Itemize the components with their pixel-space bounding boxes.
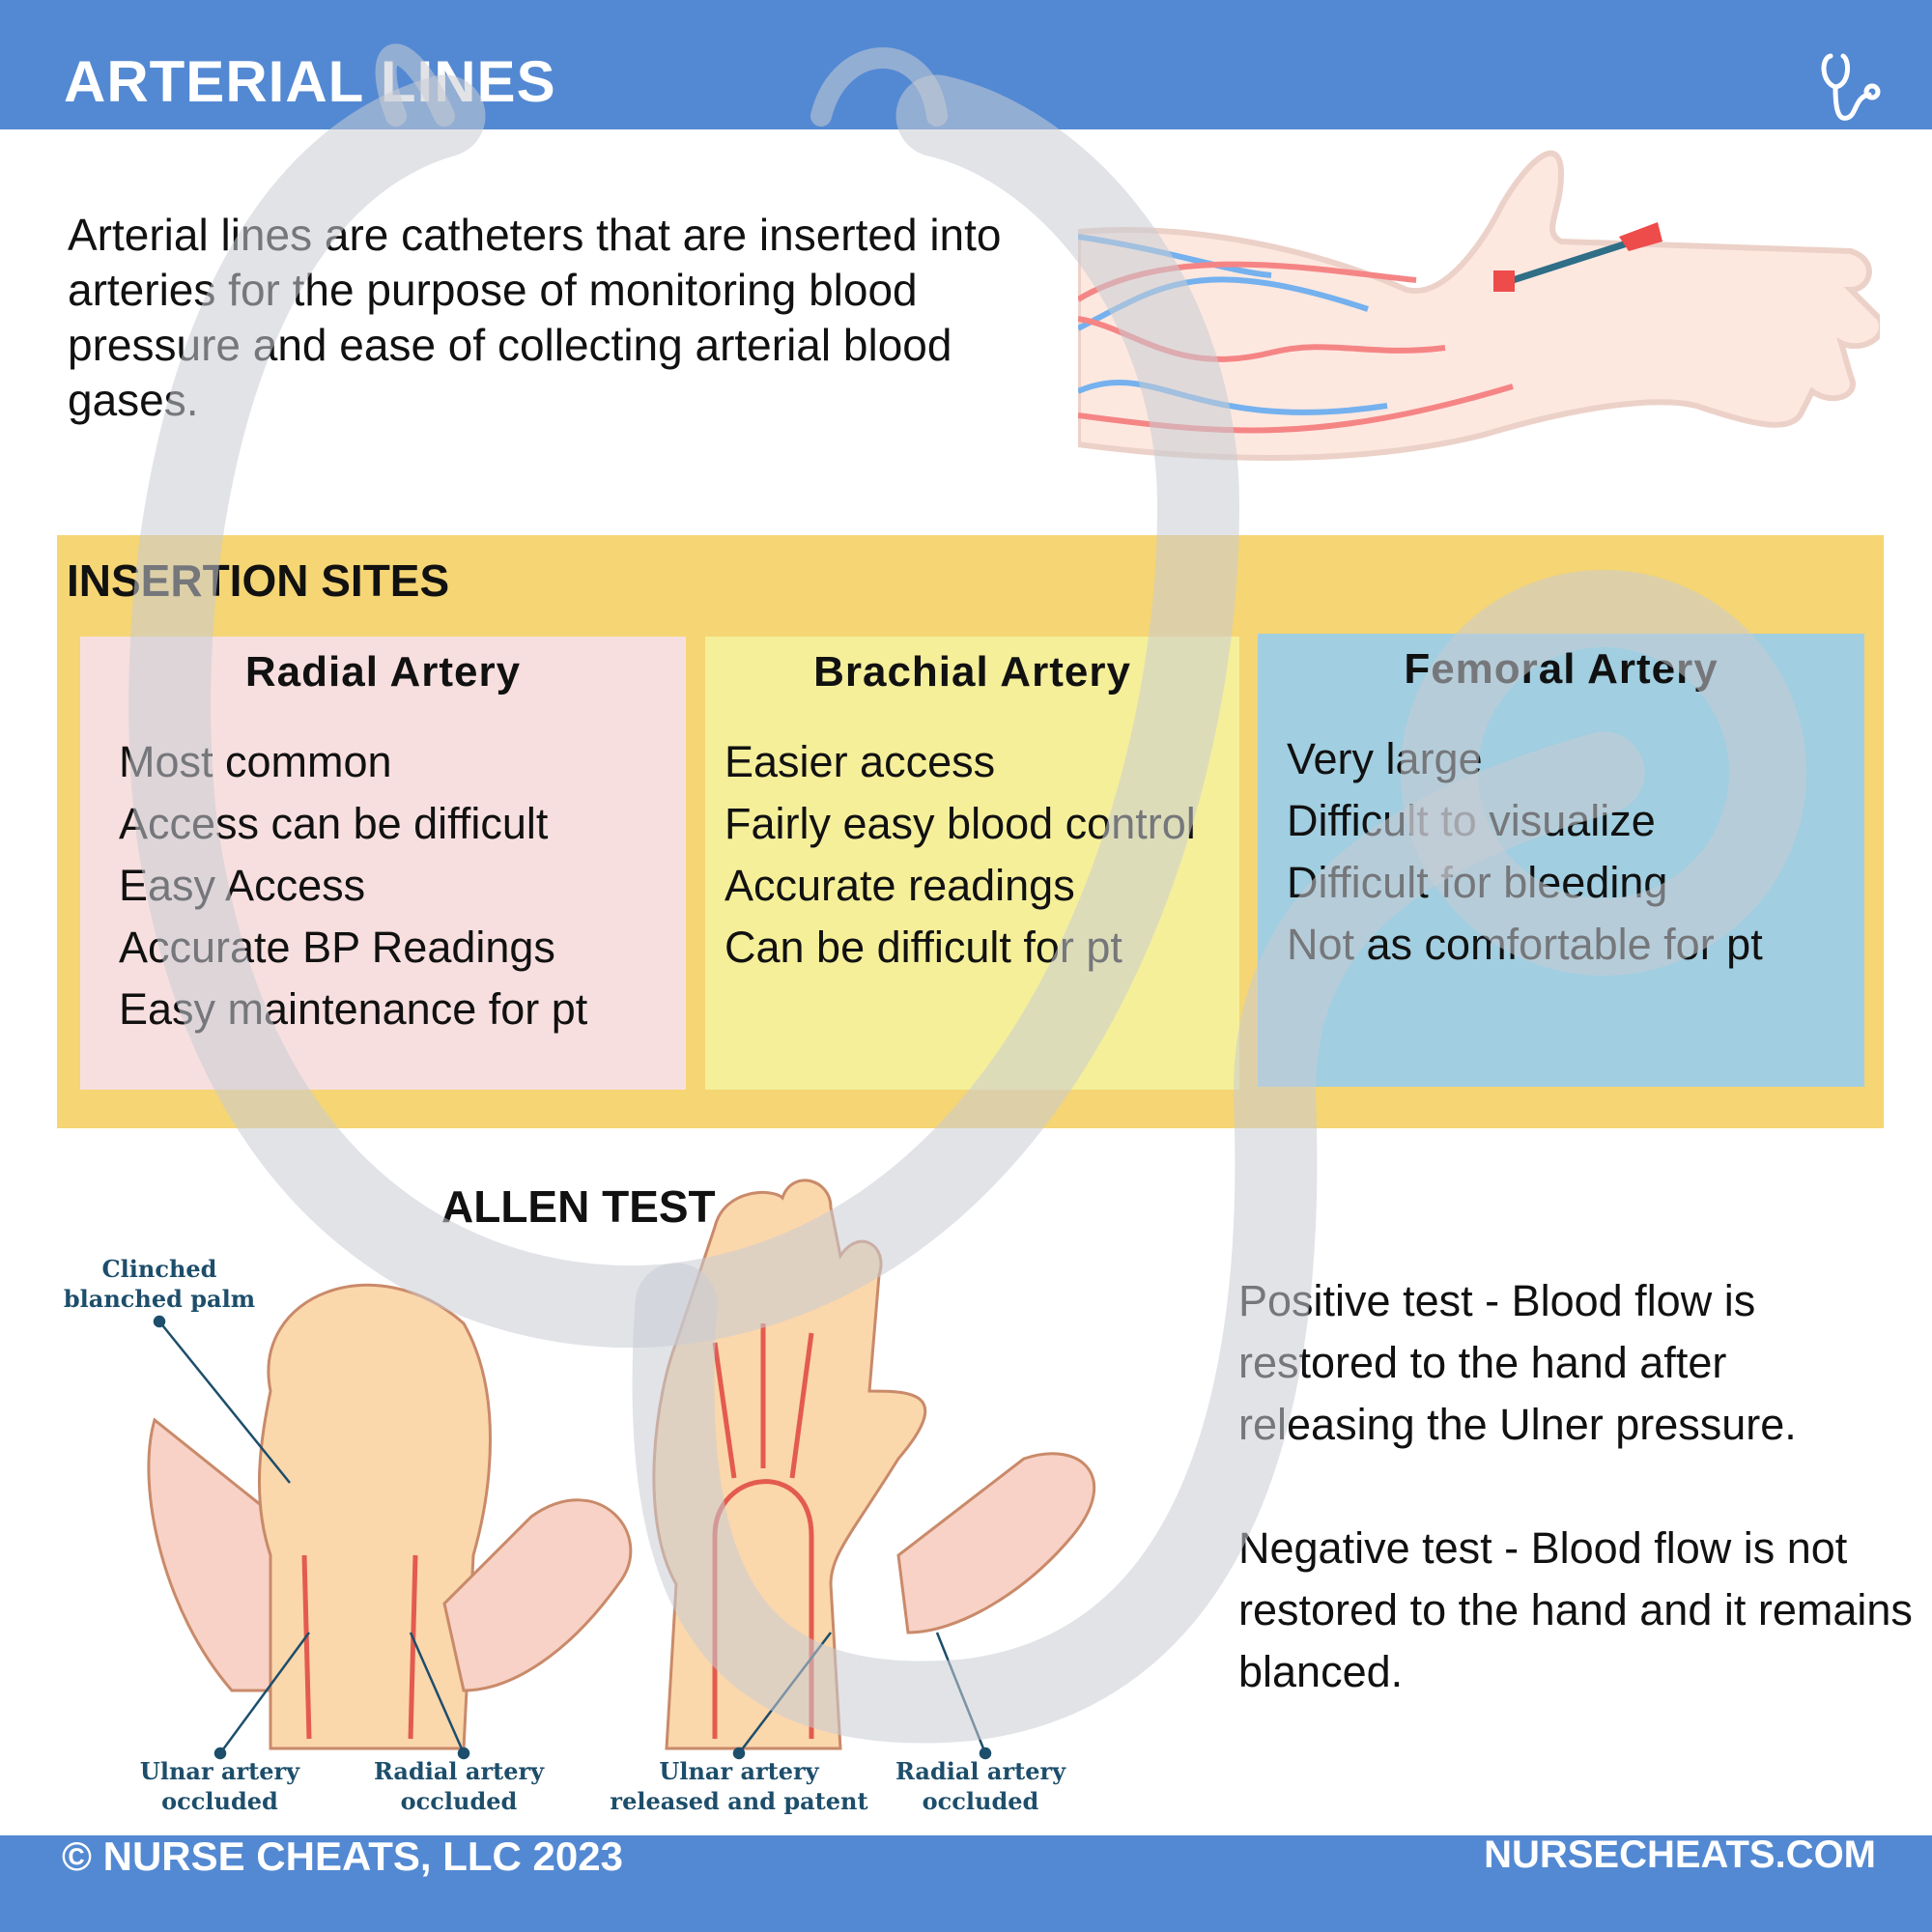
arm-catheter-illustration bbox=[1078, 150, 1880, 461]
site-title: Radial Artery bbox=[244, 648, 522, 696]
list-item: Easy Access bbox=[119, 861, 366, 910]
label-radial-occluded-2: Radial artery occluded bbox=[895, 1757, 1066, 1815]
list-item: Difficult for bleeding bbox=[1287, 858, 1668, 907]
label-radial-occluded: Radial artery occluded bbox=[373, 1757, 545, 1815]
list-item: Very large bbox=[1287, 734, 1483, 783]
allen-test-results: Positive test - Blood flow is restored t… bbox=[1238, 1270, 1915, 1765]
stethoscope-icon bbox=[1821, 53, 1881, 121]
page-title: ARTERIAL LINES bbox=[64, 49, 556, 114]
list-item: Access can be difficult bbox=[119, 799, 549, 848]
insertion-sites-panel: INSERTION SITES Radial Artery Most commo… bbox=[57, 535, 1884, 1128]
website-link[interactable]: NURSECHEATS.COM bbox=[1484, 1833, 1876, 1876]
label-clinched-palm: Clinched blanched palm bbox=[63, 1255, 256, 1313]
negative-test-text: Negative test - Blood flow is not restor… bbox=[1238, 1523, 1913, 1696]
label-ulnar-released: Ulnar artery released and patent bbox=[610, 1757, 868, 1815]
allen-test-illustration bbox=[147, 1179, 1096, 1760]
brachial-artery-box: Brachial Artery Easier access Fairly eas… bbox=[705, 637, 1239, 1090]
list-item: Easy maintenance for pt bbox=[119, 984, 588, 1034]
insertion-sites-title: INSERTION SITES bbox=[67, 555, 450, 606]
list-item: Accurate BP Readings bbox=[119, 923, 555, 972]
site-title: Brachial Artery bbox=[813, 648, 1131, 696]
site-title: Femoral Artery bbox=[1404, 645, 1719, 693]
copyright: © NURSE CHEATS, LLC 2023 bbox=[62, 1833, 623, 1879]
list-item: Can be difficult for pt bbox=[724, 923, 1122, 972]
list-item: Difficult to visualize bbox=[1287, 796, 1656, 845]
intro-text: Arterial lines are catheters that are in… bbox=[68, 210, 1002, 425]
footer-bar bbox=[0, 1835, 1932, 1932]
list-item: Accurate readings bbox=[724, 861, 1075, 910]
list-item: Fairly easy blood control bbox=[724, 799, 1196, 848]
femoral-artery-box: Femoral Artery Very large Difficult to v… bbox=[1258, 634, 1864, 1087]
list-item: Not as comfortable for pt bbox=[1287, 920, 1763, 969]
positive-test-text: Positive test - Blood flow is restored t… bbox=[1238, 1276, 1797, 1449]
list-item: Most common bbox=[119, 737, 392, 786]
label-ulnar-occluded: Ulnar artery occluded bbox=[139, 1757, 300, 1815]
radial-artery-box: Radial Artery Most common Access can be … bbox=[80, 637, 686, 1090]
list-item: Easier access bbox=[724, 737, 996, 786]
